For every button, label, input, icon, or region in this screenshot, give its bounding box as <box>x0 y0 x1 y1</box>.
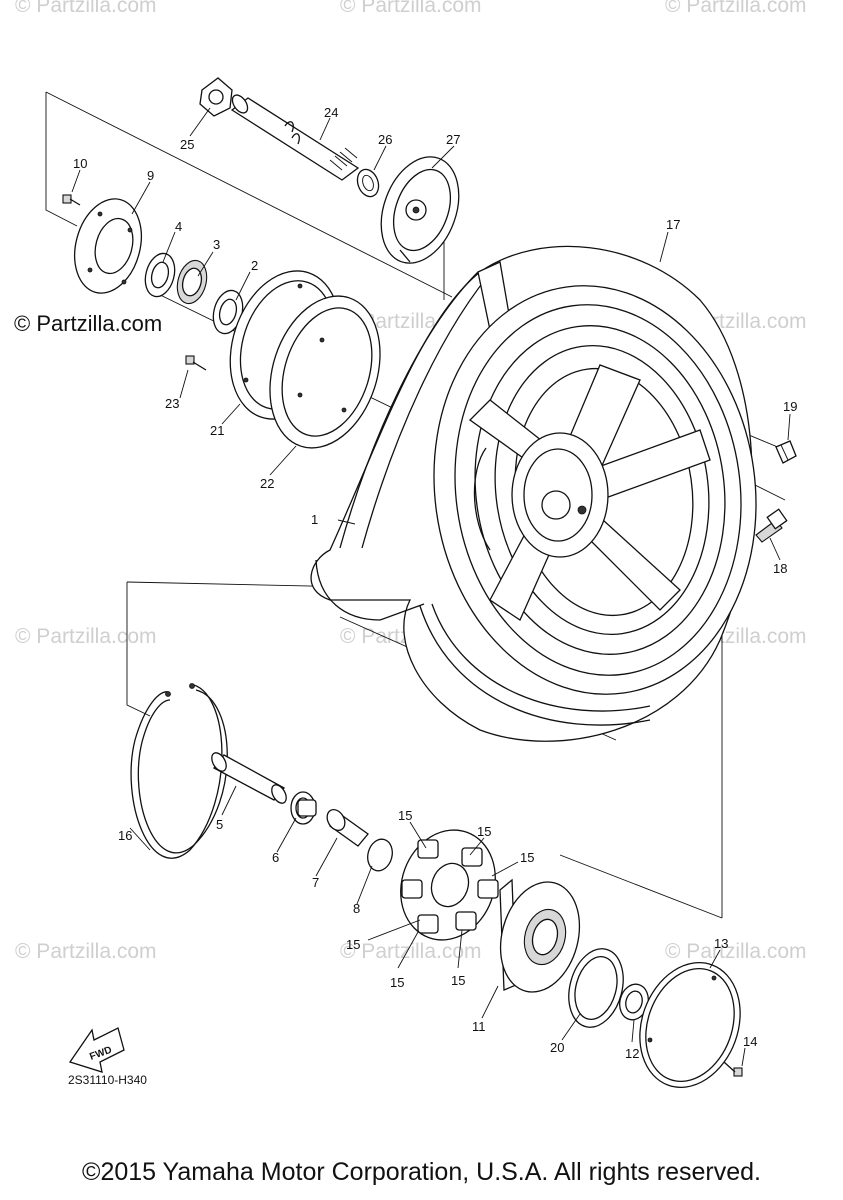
callout-7: 7 <box>312 875 319 890</box>
callout-27: 27 <box>446 132 460 147</box>
callout-22: 22 <box>260 476 274 491</box>
collar-7 <box>326 809 369 847</box>
callout-3: 3 <box>213 237 220 252</box>
callout-15: 15 <box>477 824 491 839</box>
axle-shaft <box>230 94 360 181</box>
callout-21: 21 <box>210 423 224 438</box>
callout-23: 23 <box>165 396 179 411</box>
brake-plate <box>380 156 460 264</box>
callout-15: 15 <box>346 937 360 952</box>
callout-9: 9 <box>147 168 154 183</box>
callout-17: 17 <box>666 217 680 232</box>
callout-15: 15 <box>390 975 404 990</box>
tire-valve <box>755 508 788 543</box>
callout-1: 1 <box>311 512 318 527</box>
callout-16: 16 <box>118 828 132 843</box>
oil-seal <box>176 259 208 305</box>
diagram-code: 2S31110-H340 <box>68 1073 147 1087</box>
callout-14: 14 <box>743 1034 757 1049</box>
callout-15: 15 <box>520 850 534 865</box>
hub-cover-plate <box>639 962 741 1088</box>
watermark: © Partzilla.com <box>15 625 157 648</box>
callouts: 1 2 3 4 5 6 7 8 9 10 11 12 13 14 15 15 1… <box>73 105 797 1063</box>
oil-seal-20 <box>568 948 624 1028</box>
watermark: © Partzilla.com <box>15 0 157 17</box>
callout-25: 25 <box>180 137 194 152</box>
brake-drum <box>269 295 381 449</box>
callout-20: 20 <box>550 1040 564 1055</box>
callout-15: 15 <box>451 973 465 988</box>
watermark: © Partzilla.com <box>665 940 807 963</box>
callout-2: 2 <box>251 258 258 273</box>
bolt-14 <box>723 1061 743 1077</box>
watermark: © Partzilla.com <box>15 940 157 963</box>
copyright-text: ©2015 Yamaha Motor Corporation, U.S.A. A… <box>82 1158 761 1186</box>
clutch-hub <box>499 878 581 993</box>
watermark: © Partzilla.com <box>340 0 482 17</box>
watermark: © Partzilla.com <box>340 940 482 963</box>
callout-5: 5 <box>216 817 223 832</box>
callout-12: 12 <box>625 1046 639 1061</box>
bolt-10 <box>62 194 81 206</box>
bearing-4 <box>144 252 176 298</box>
axle-collar <box>356 168 380 198</box>
callout-11: 11 <box>472 1019 486 1034</box>
callout-26: 26 <box>378 132 392 147</box>
spacer-5 <box>211 752 287 804</box>
callout-18: 18 <box>773 561 787 576</box>
hub-plate <box>74 198 142 294</box>
callout-24: 24 <box>324 105 338 120</box>
valve-cap <box>775 440 797 464</box>
circlip <box>130 683 228 859</box>
callout-6: 6 <box>272 850 279 865</box>
callout-19: 19 <box>783 399 797 414</box>
callout-15: 15 <box>398 808 412 823</box>
callout-10: 10 <box>73 156 87 171</box>
damper-set <box>400 829 499 941</box>
callout-4: 4 <box>175 219 182 234</box>
wheel-rim <box>433 285 757 695</box>
bolt-23 <box>185 355 207 371</box>
main-watermark: © Partzilla.com <box>14 311 163 336</box>
axle-nut <box>199 77 233 117</box>
watermark: © Partzilla.com <box>665 0 807 17</box>
fwd-arrow-icon <box>68 1027 125 1073</box>
o-ring <box>367 838 393 872</box>
bearing-6 <box>290 791 317 825</box>
callout-13: 13 <box>714 936 728 951</box>
leader-lines <box>71 107 791 1067</box>
callout-8: 8 <box>353 901 360 916</box>
